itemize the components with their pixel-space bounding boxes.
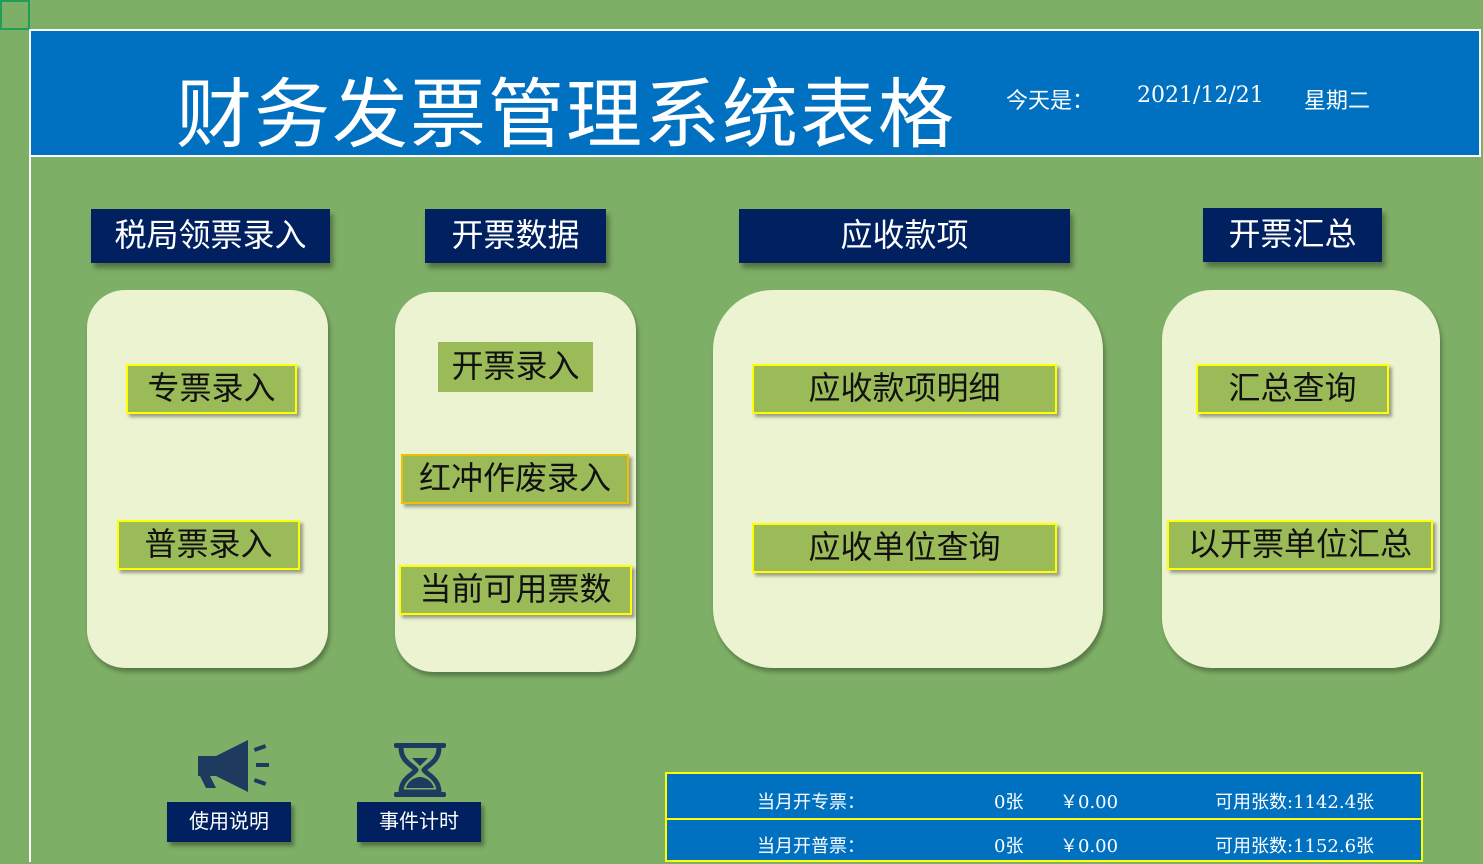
stats-amount: ￥0.00 xyxy=(1060,792,1119,813)
stats-row-ordinary: 当月开普票： 0张 ￥0.00 可用张数:1152.6张 xyxy=(667,820,1421,864)
section-title-tax-bureau: 税局领票录入 xyxy=(91,209,330,263)
stats-available: 可用张数:1152.6张 xyxy=(1215,836,1375,857)
current-weekday: 星期二 xyxy=(1304,89,1371,114)
panel-tax-bureau xyxy=(87,290,328,668)
hourglass-icon[interactable] xyxy=(392,742,448,798)
stats-amount: ￥0.00 xyxy=(1060,836,1119,857)
summary-query-button[interactable]: 汇总查询 xyxy=(1196,364,1389,414)
stats-count: 0张 xyxy=(994,836,1024,857)
red-void-entry-button[interactable]: 红冲作废录入 xyxy=(401,454,629,504)
section-title-invoice-data: 开票数据 xyxy=(425,209,606,263)
special-invoice-entry-button[interactable]: 专票录入 xyxy=(126,364,297,414)
stats-label: 当月开专票： xyxy=(757,792,865,813)
panel-receivables xyxy=(713,290,1103,668)
summary-by-unit-button[interactable]: 以开票单位汇总 xyxy=(1167,520,1433,570)
section-title-receivables: 应收款项 xyxy=(739,209,1070,263)
stats-row-special: 当月开专票： 0张 ￥0.00 可用张数:1142.4张 xyxy=(667,776,1421,820)
available-invoices-button[interactable]: 当前可用票数 xyxy=(399,565,632,615)
today-label: 今天是： xyxy=(1006,89,1095,114)
stats-available: 可用张数:1142.4张 xyxy=(1215,792,1375,813)
header-banner: 财务发票管理系统表格 今天是： 2021/12/21 星期二 xyxy=(29,29,1481,159)
event-timer-button[interactable]: 事件计时 xyxy=(357,802,481,842)
panel-summary xyxy=(1162,290,1440,668)
stats-count: 0张 xyxy=(994,792,1024,813)
current-date: 2021/12/21 xyxy=(1137,83,1264,108)
section-title-summary: 开票汇总 xyxy=(1203,208,1382,262)
invoicing-entry-button[interactable]: 开票录入 xyxy=(438,342,593,392)
page-title: 财务发票管理系统表格 xyxy=(176,70,956,159)
stats-label: 当月开普票： xyxy=(757,836,865,857)
monthly-stats-panel: 当月开专票： 0张 ￥0.00 可用张数:1142.4张 当月开普票： 0张 ￥… xyxy=(665,772,1423,862)
megaphone-icon[interactable] xyxy=(196,738,272,794)
left-border xyxy=(29,157,31,862)
selected-cell[interactable] xyxy=(0,0,30,30)
user-guide-button[interactable]: 使用说明 xyxy=(167,802,291,842)
receivable-unit-query-button[interactable]: 应收单位查询 xyxy=(752,523,1057,573)
ordinary-invoice-entry-button[interactable]: 普票录入 xyxy=(117,520,300,570)
receivables-detail-button[interactable]: 应收款项明细 xyxy=(752,364,1057,414)
